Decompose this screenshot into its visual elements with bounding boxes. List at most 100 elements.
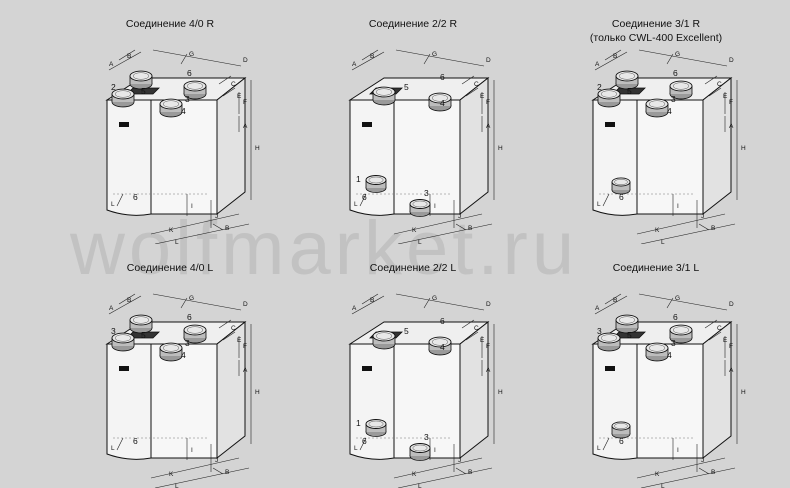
brand-logo [362,366,372,371]
dimension-label: C [231,81,236,88]
dimension-label: A [595,61,600,68]
dimension-label: I [434,447,436,454]
unit-front-panel [106,343,152,460]
dimension-line [640,223,736,244]
dimension-line [604,293,622,305]
dimension-line [465,87,479,97]
dimension-line [602,437,610,451]
dimension-label: I [191,447,193,454]
duct-3-inner [114,334,132,342]
dimension-line [152,293,242,311]
unit-side-panel [150,99,218,215]
dimension-line [351,295,385,315]
duct-bottom-a-inner [368,420,384,428]
brand-logo [605,366,615,371]
duct-4-inner [162,100,180,108]
dimension-label: K [655,471,660,478]
dimension-label: A [486,123,491,130]
valve-number: 5 [627,86,632,96]
diagram-title: Соединение 4/0 R [125,18,215,30]
dimension-label: G [675,51,680,58]
valve-number: 5 [141,330,146,340]
dimension-line [361,49,379,61]
dimension-line [118,293,136,305]
valve-number: 6 [187,312,192,322]
dimension-label: B [613,53,617,60]
dimension-label: G [189,51,194,58]
dimension-label: F [243,99,247,106]
dimension-line [222,331,236,341]
dimension-line [154,467,250,488]
dimension-line [465,331,479,341]
valve-number: 3 [185,94,190,104]
dimension-label: E [480,93,485,100]
dimension-line [180,53,188,65]
valve-number: 3 [424,432,429,442]
valve-number: 3 [671,338,676,348]
dimension-label: B [127,297,131,304]
dimension-label: B [711,469,715,476]
duct-3-inner [600,334,618,342]
dimension-label: B [613,297,617,304]
diagram-title: Соединение 2/2 L [369,262,457,274]
dimension-label: K [169,227,174,234]
dimension-label: L [354,201,358,208]
dimension-label: K [655,227,660,234]
valve-number: 6 [673,68,678,78]
dimension-label: D [243,301,248,308]
dimension-label: D [243,57,248,64]
duct-1-inner [186,82,204,90]
dimension-line [150,213,240,235]
dimension-label: A [352,305,357,312]
valve-number: 6 [619,192,624,202]
dimension-label: A [243,123,248,130]
valve-number: 2 [597,82,602,92]
duct-bottom-c-inner [614,179,628,185]
dimension-line [423,53,431,65]
dimension-line [393,457,483,479]
control-panel [612,331,646,339]
dimension-line [461,319,475,329]
dimension-line [351,51,385,71]
dimension-label: A [243,367,248,374]
dimension-label: L [661,483,665,488]
unit-rear-panel [459,76,489,216]
dimension-line [708,87,722,97]
unit-front-panel [349,99,395,216]
diagram-title: Соединение 3/1 L [612,262,700,274]
unit-rear-panel [702,320,732,460]
dimension-label: A [352,61,357,68]
valve-number: 6 [133,436,138,446]
unit-side-panel [150,343,218,459]
valve-number: 4 [181,350,186,360]
dimension-label: J [215,213,218,220]
dimension-line [118,49,136,61]
dimension-label: H [498,389,503,396]
dimension-label: G [432,51,437,58]
dimension-label: H [255,145,260,152]
valve-number: 3 [597,326,602,336]
valve-number: 4 [667,106,672,116]
dimension-label: I [677,203,679,210]
dimension-label: B [127,53,131,60]
dimension-label: J [458,213,461,220]
dimension-label: F [729,99,733,106]
brand-logo [362,122,372,127]
dimension-line [359,437,367,451]
dimension-label: A [109,305,114,312]
valve-number: 6 [440,316,445,326]
dimension-line [108,51,142,71]
unit-drawing: 564163HFAJIADBGCEKLBL [348,293,503,488]
unit-side-panel [636,343,704,459]
diagram-title: Соединение 3/1 R [611,18,701,30]
valve-number: 1 [356,174,361,184]
dimension-label: L [597,201,601,208]
control-panel [612,87,646,95]
unit-front-panel [106,99,152,216]
dimension-line [180,297,188,309]
